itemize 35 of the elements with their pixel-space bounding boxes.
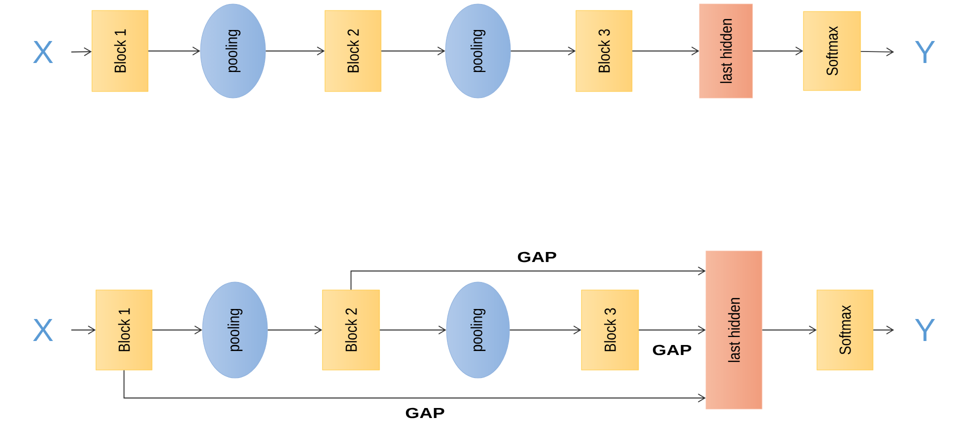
arrow (350, 266, 706, 290)
variable-letter: Y (915, 40, 935, 63)
block-box: Block 1 (92, 10, 148, 92)
arrow (872, 326, 894, 334)
arrow (148, 46, 200, 56)
hidden-layer-box: last hidden (706, 250, 762, 410)
block-box: Block 1 (96, 290, 152, 370)
variable-letter: X (33, 40, 53, 63)
variable-letter: Y (915, 318, 935, 341)
edge-label: GAP (515, 250, 559, 264)
arrow (510, 46, 576, 56)
variable-letter: X (33, 318, 53, 341)
hidden-layer-box: last hidden (699, 4, 753, 98)
arrow (124, 370, 706, 402)
arrow (752, 46, 804, 56)
block-box: Block 3 (576, 10, 632, 92)
arrow (70, 47, 92, 56)
arrow (762, 326, 817, 334)
block-box: Block 2 (322, 290, 380, 370)
arrow (379, 326, 446, 334)
arrow (380, 46, 446, 56)
arrow (638, 326, 706, 334)
arrow (267, 326, 322, 334)
edge-label: GAP (403, 406, 447, 420)
arrow (632, 46, 700, 56)
block-box: Block 3 (581, 290, 639, 370)
arrow (265, 46, 325, 56)
edge-label: GAP (650, 343, 694, 357)
block-box: Block 2 (324, 10, 382, 92)
arrow (70, 326, 96, 334)
block-box: Softmax (803, 11, 861, 91)
arrow (152, 326, 202, 334)
arrow (509, 326, 582, 334)
block-box: Softmax (816, 290, 874, 370)
arrow (860, 47, 894, 56)
